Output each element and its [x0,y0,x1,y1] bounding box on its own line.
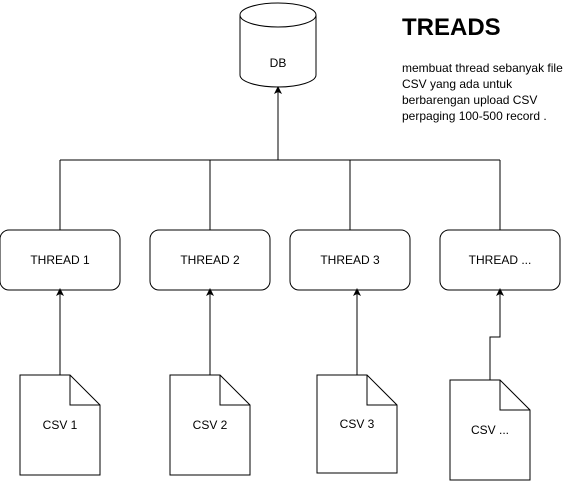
thread-bus [59,86,501,230]
db-cylinder[interactable]: DB [239,2,317,88]
diagram-description: membuat thread sebanyak file CSV yang ad… [402,61,563,123]
thread-label: THREAD 1 [30,253,90,267]
csv-file-3[interactable]: CSV 3 [316,374,398,474]
thread-label: THREAD 3 [320,253,380,267]
thread-box-more[interactable]: THREAD ... [439,229,561,291]
csv-label: CSV 1 [43,418,78,432]
diagram-title: TREADS [402,14,501,41]
csv-file-more[interactable]: CSV ... [449,379,531,481]
csv-label: CSV 3 [340,417,375,431]
db-label: DB [270,56,287,70]
csv-file-2[interactable]: CSV 2 [169,374,251,476]
csv-more-arrow [489,288,504,380]
csv-label: CSV ... [471,423,509,437]
thread-label: THREAD 2 [180,253,240,267]
csv-arrows [56,288,504,380]
csv-label: CSV 2 [193,418,228,432]
thread-box-3[interactable]: THREAD 3 [289,229,411,291]
thread-box-1[interactable]: THREAD 1 [0,229,121,291]
thread-label: THREAD ... [469,253,532,267]
csv-file-1[interactable]: CSV 1 [19,374,101,476]
thread-box-2[interactable]: THREAD 2 [149,229,271,291]
